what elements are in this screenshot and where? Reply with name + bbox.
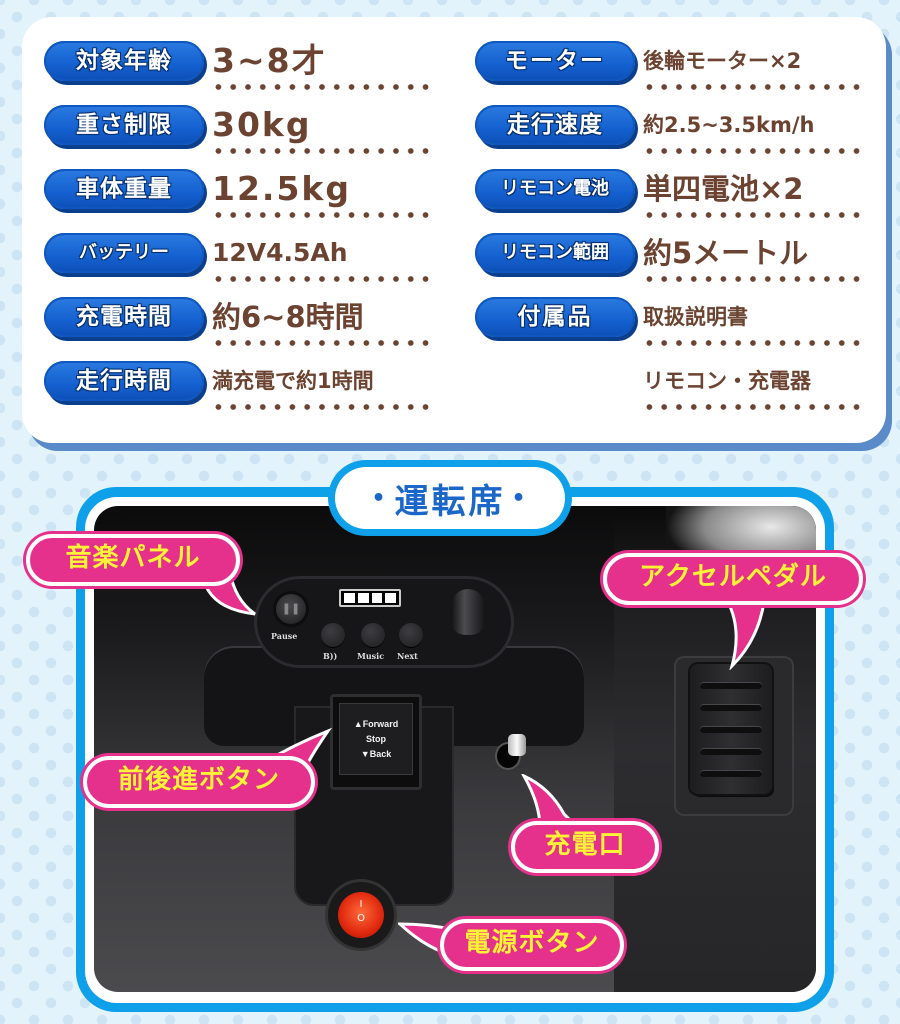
callout-music-panel: 音楽パネル bbox=[26, 534, 240, 586]
spec-row-age: 対象年齢 3~8才 bbox=[44, 41, 444, 105]
spec-value: 約6~8時間 bbox=[212, 300, 364, 334]
bullet-icon: • bbox=[511, 485, 529, 511]
music-label: Music bbox=[357, 651, 385, 661]
spec-row-charge-time: 充電時間 約6~8時間 bbox=[44, 297, 444, 361]
spec-label: モーター bbox=[475, 41, 635, 81]
dotted-leader bbox=[642, 209, 864, 221]
dotted-leader bbox=[642, 145, 864, 157]
spec-row-remote-battery: リモコン電池 単四電池×2 bbox=[475, 169, 875, 233]
forward-label: ▲Forward bbox=[353, 719, 399, 729]
music-button bbox=[361, 623, 385, 647]
direction-switch-face: ▲Forward Stop ▼Back bbox=[339, 703, 413, 775]
spec-label: リモコン範囲 bbox=[475, 233, 635, 273]
next-label: Next bbox=[397, 651, 418, 661]
bullet-icon: • bbox=[371, 485, 389, 511]
spec-value: 12V4.5Ah bbox=[212, 238, 348, 267]
spec-column-right: モーター 後輪モーター×2 走行速度 約2.5~3.5km/h リモコン電池 単… bbox=[475, 41, 875, 425]
music-panel: ❚❚ Pause B)) Music Next bbox=[254, 576, 514, 668]
dotted-leader bbox=[211, 401, 433, 413]
battery-indicator-icon bbox=[339, 589, 401, 607]
dotted-leader bbox=[642, 337, 864, 349]
spec-row-motor: モーター 後輪モーター×2 bbox=[475, 41, 875, 105]
spec-value: 約5メートル bbox=[643, 236, 809, 270]
pause-label: Pause bbox=[271, 631, 298, 641]
spec-row-speed: 走行速度 約2.5~3.5km/h bbox=[475, 105, 875, 169]
spec-label: 重さ制限 bbox=[44, 105, 204, 145]
spec-value: 3~8才 bbox=[212, 41, 327, 80]
volume-knob bbox=[451, 589, 485, 635]
spec-value: リモコン・充電器 bbox=[643, 369, 811, 393]
spec-row-remote-range: リモコン範囲 約5メートル bbox=[475, 233, 875, 297]
spec-row-accessories: 付属品 取扱説明書 bbox=[475, 297, 875, 361]
callout-tail bbox=[725, 600, 766, 670]
callout-accelerator-pedal: アクセルペダル bbox=[603, 553, 863, 605]
callout-charge-port: 充電口 bbox=[511, 821, 659, 873]
spec-label: 充電時間 bbox=[44, 297, 204, 337]
spec-row-accessories-cont: リモコン・充電器 bbox=[475, 361, 875, 425]
spec-card: 対象年齢 3~8才 重さ制限 30kg 車体重量 12.5kg バッテリー 12… bbox=[22, 17, 886, 443]
bluetooth-button bbox=[321, 623, 345, 647]
section-title: • 運転席 • bbox=[335, 467, 565, 529]
dotted-leader bbox=[211, 337, 433, 349]
dotted-leader bbox=[211, 209, 433, 221]
spec-row-body-weight: 車体重量 12.5kg bbox=[44, 169, 444, 233]
direction-switch: ▲Forward Stop ▼Back bbox=[330, 694, 422, 790]
spec-row-run-time: 走行時間 満充電で約1時間 bbox=[44, 361, 444, 425]
dotted-leader bbox=[211, 273, 433, 285]
spec-value: 約2.5~3.5km/h bbox=[643, 113, 815, 137]
spec-value: 単四電池×2 bbox=[643, 172, 804, 206]
spec-label: 走行時間 bbox=[44, 361, 204, 401]
callout-direction-button: 前後進ボタン bbox=[83, 756, 315, 808]
spec-label: リモコン電池 bbox=[475, 169, 635, 209]
section-title-text: 運転席 bbox=[394, 481, 506, 522]
spec-row-weight-limit: 重さ制限 30kg bbox=[44, 105, 444, 169]
spec-label: 対象年齢 bbox=[44, 41, 204, 81]
accelerator-pedal bbox=[690, 664, 772, 794]
dotted-leader bbox=[642, 401, 864, 413]
dotted-leader bbox=[211, 145, 433, 157]
spec-label: バッテリー bbox=[44, 233, 204, 273]
spec-column-left: 対象年齢 3~8才 重さ制限 30kg 車体重量 12.5kg バッテリー 12… bbox=[44, 41, 444, 425]
power-off-mark: O bbox=[357, 913, 365, 924]
spec-value: 30kg bbox=[212, 105, 312, 144]
spec-row-battery: バッテリー 12V4.5Ah bbox=[44, 233, 444, 297]
spec-label: 付属品 bbox=[475, 297, 635, 337]
dotted-leader bbox=[642, 81, 864, 93]
dotted-leader bbox=[642, 273, 864, 285]
dotted-leader bbox=[211, 81, 433, 93]
bluetooth-label: B)) bbox=[323, 651, 338, 661]
charge-port-cap bbox=[508, 734, 526, 756]
power-button: I O bbox=[338, 892, 384, 938]
spec-value: 満充電で約1時間 bbox=[212, 369, 374, 393]
spec-label: 走行速度 bbox=[475, 105, 635, 145]
spec-value: 取扱説明書 bbox=[643, 305, 748, 329]
spec-label: 車体重量 bbox=[44, 169, 204, 209]
callout-power-button: 電源ボタン bbox=[440, 919, 624, 971]
stop-label: Stop bbox=[366, 734, 386, 744]
spec-value: 後輪モーター×2 bbox=[643, 49, 802, 73]
spec-value: 12.5kg bbox=[212, 169, 351, 208]
back-label: ▼Back bbox=[360, 749, 392, 759]
section-title-badge: • 運転席 • bbox=[328, 460, 572, 536]
pause-icon: ❚❚ bbox=[273, 591, 309, 627]
next-button bbox=[399, 623, 423, 647]
power-on-mark: I bbox=[359, 899, 363, 910]
